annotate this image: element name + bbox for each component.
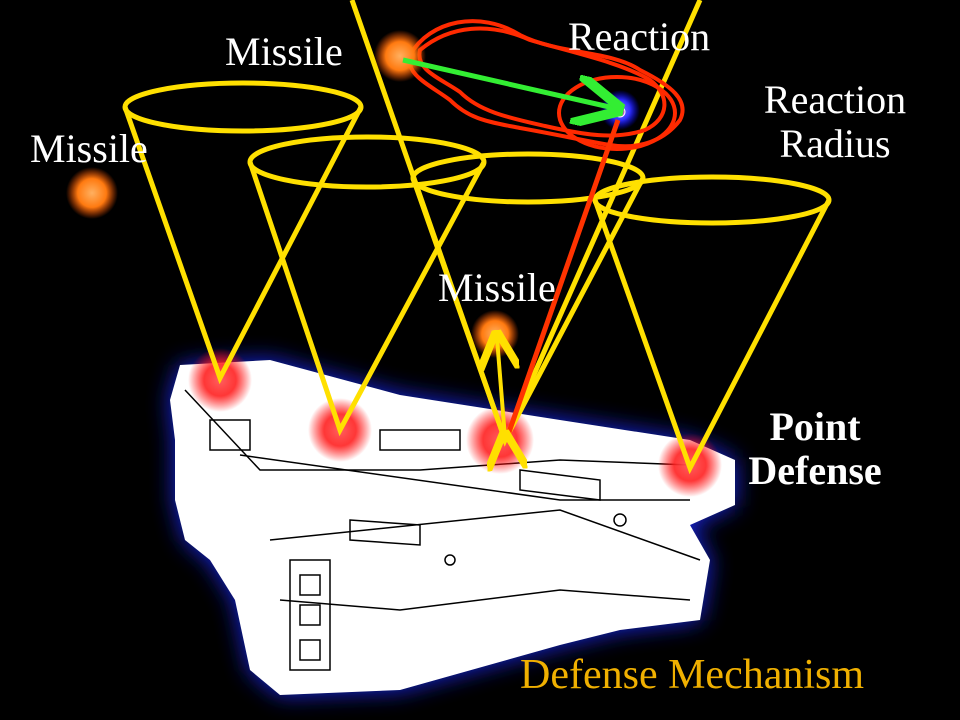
missile-left [66,167,118,219]
intercept-arrow-green [402,57,614,108]
missile-top [374,30,426,82]
slide-title: Defense Mechanism [520,652,865,698]
missile-center [471,310,519,358]
label-reaction: Reaction [568,14,711,59]
label-missile-left: Missile [30,126,148,171]
intercept-arrow-yellow [497,338,505,438]
cone-4 [592,174,832,475]
label-missile-top: Missile [225,29,343,74]
reaction-core-marker [614,106,626,118]
cone-1 [122,80,364,385]
label-point-defense-line1: Point [769,404,861,449]
space-shuttle [170,360,735,695]
label-point-defense-line2: Defense [748,448,882,493]
cone-2 [247,134,487,437]
label-point-defense: Point Defense [730,405,900,493]
label-reaction-radius-line2: Radius [779,121,891,166]
label-missile-center: Missile [438,265,556,310]
defense-site-3 [466,406,534,474]
label-reaction-radius: Reaction Radius [750,78,920,166]
label-reaction-radius-line1: Reaction [763,77,907,122]
